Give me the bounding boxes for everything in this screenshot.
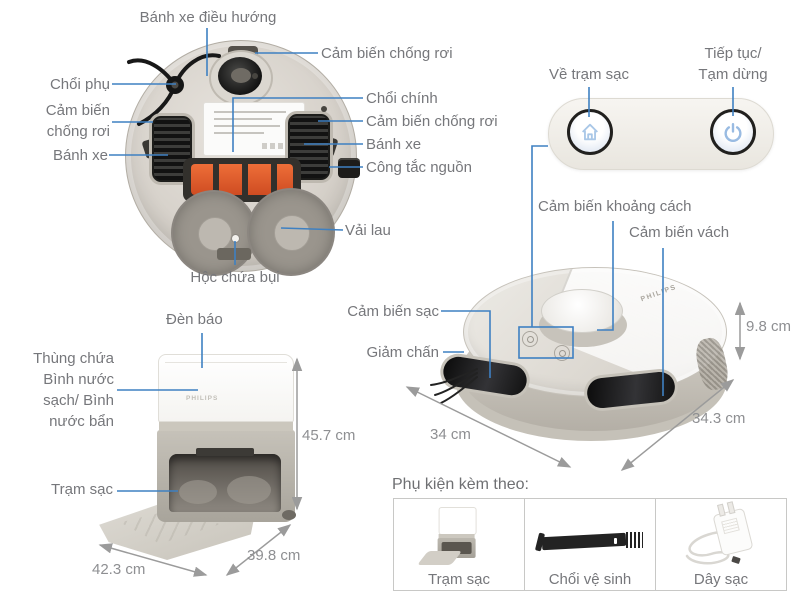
dim-robot-height: 9.8 cm (746, 318, 792, 335)
label-drop-sensor-top: Cảm biến chống rơi (321, 45, 453, 62)
dock-cavity (169, 454, 281, 512)
brand-logo: PHILIPS (186, 395, 219, 402)
accessory-label: Dây sạc (693, 571, 749, 588)
screw (321, 106, 327, 112)
label-station: Trạm sạc (51, 481, 113, 498)
label-wall-sensor: Cảm biến vách (629, 224, 730, 241)
accessories-table: Trạm sạc Chổi vệ sinh (393, 498, 787, 591)
mop-in-dock (227, 476, 271, 504)
sticker-line (214, 118, 272, 120)
accessory-label: Chổi vệ sinh (548, 571, 632, 588)
power-icon (724, 123, 742, 142)
control-pad-illustration (548, 98, 774, 170)
dim-dock-width: 42.3 cm (92, 561, 146, 578)
sticker-line (214, 125, 280, 127)
label-main-brush: Chổi chính (366, 90, 438, 107)
dim-dock-depth: 39.8 cm (247, 547, 301, 564)
charging-cable-image (677, 501, 777, 573)
label-wheel-right: Bánh xe (366, 136, 422, 153)
dim-robot-depth: 34.3 cm (692, 410, 746, 427)
brush-frame-bar (242, 158, 248, 202)
label-indicator-light: Đèn báo (166, 311, 223, 328)
dock-band (159, 421, 293, 431)
accessory-cell-dock: Trạm sạc (394, 499, 524, 590)
dust-box-latch (231, 234, 240, 243)
caster-hub (231, 68, 251, 83)
side-brush-whiskers (430, 368, 478, 404)
brush-frame-bar (271, 158, 277, 202)
label-power-switch: Công tắc nguồn (366, 159, 472, 176)
label-charge-sensor: Cảm biến sạc (347, 303, 439, 320)
mini-dock-image (417, 505, 487, 567)
cleaning-brush-image (532, 525, 648, 559)
label-mop-cloth: Vải lau (345, 222, 391, 239)
dim-robot-width: 34 cm (430, 426, 471, 443)
dock-illustration: PHILIPS (99, 348, 305, 560)
dock-handle (196, 448, 254, 456)
top-power-button (554, 345, 570, 361)
accessory-label: Trạm sạc (428, 571, 490, 588)
dock-lid-seam (165, 362, 287, 363)
sticker-line (214, 111, 286, 113)
label-drop-sensor-right: Cảm biến chống rơi (366, 113, 498, 130)
label-side-brush: Chổi phụ (49, 76, 110, 93)
top-dock-button (522, 331, 538, 347)
dust-box-slot (217, 248, 251, 260)
accessories-title: Phụ kiện kèm theo: (392, 476, 529, 493)
accessory-cell-brush: Chổi vệ sinh (524, 499, 655, 590)
mop-in-dock (179, 480, 217, 504)
right-mop-pad (249, 190, 333, 274)
resume-pause-button (710, 109, 756, 155)
label-distance-sensor: Cảm biến khoảng cách (538, 198, 692, 215)
robot-bottom-view-illustration (125, 40, 360, 274)
screw (252, 73, 258, 79)
accessories-section: Phụ kiện kèm theo: Trạm sạc Chổi vệ sinh (392, 476, 788, 591)
dock-button (567, 109, 613, 155)
label-dust-box: Hộc chứa bụi (190, 269, 280, 286)
label-water-tank: Thùng chứa Bình nước sạch/ Bình nước bẩn (33, 350, 114, 430)
left-mop-pad (173, 192, 255, 274)
dock-foot (282, 510, 296, 520)
label-bumper: Giảm chấn (366, 344, 439, 361)
dim-dock-height: 45.7 cm (302, 427, 356, 444)
cable-coil (685, 530, 741, 565)
label-dock-button: Về trạm sạc (548, 66, 630, 83)
label-resume-pause: Tiếp tục/ Tạm dừng (698, 45, 768, 83)
label-wheel-left: Bánh xe (52, 147, 108, 164)
home-icon (582, 123, 598, 141)
power-switch (338, 158, 360, 178)
label-drop-sensor-left: Cảm biến chống rơi (45, 102, 110, 140)
label-caster-wheel: Bánh xe điều hướng (139, 9, 277, 26)
lidar-turret (541, 289, 623, 333)
sticker-line (214, 132, 264, 134)
dock-tank-box (158, 354, 294, 422)
brush-frame-bar (213, 158, 219, 202)
accessory-cell-cable: Dây sạc (655, 499, 786, 590)
